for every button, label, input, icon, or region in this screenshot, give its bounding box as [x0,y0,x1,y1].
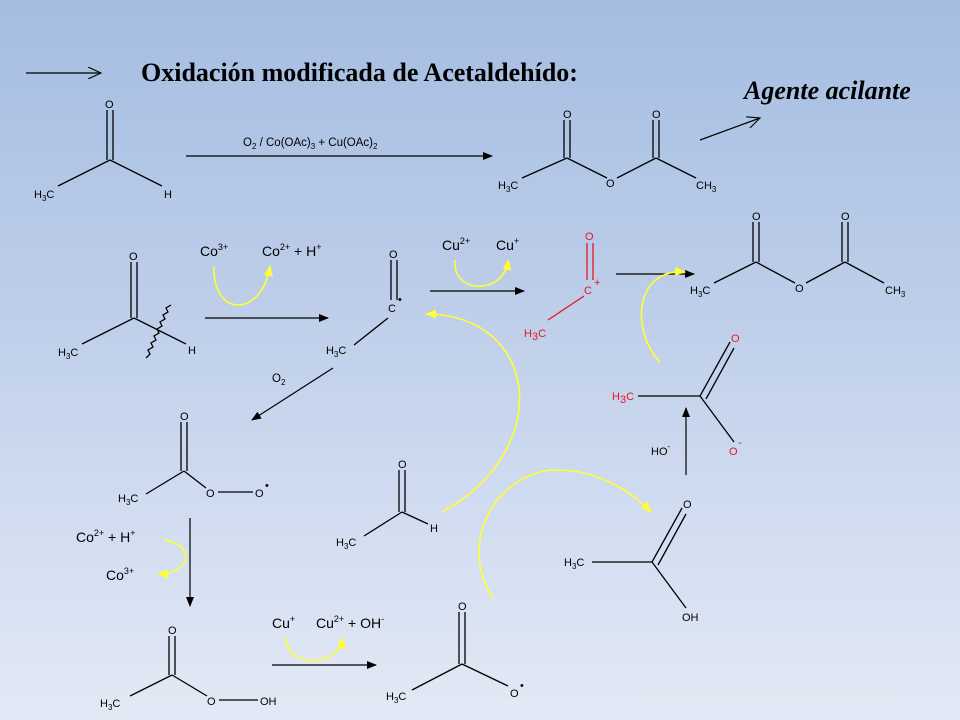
svg-text:O: O [206,488,215,500]
cu2-ion: Cu2+ [442,236,470,253]
electron-curve-to-acetic-acid [478,469,652,599]
svg-text:H: H [188,345,196,357]
subtitle-decorative-arrow [699,118,760,141]
svg-text:H3C: H3C [58,347,78,361]
svg-text:H3C: H3C [336,537,356,551]
svg-text:H3C: H3C [386,691,406,705]
svg-text:O: O [563,109,572,121]
svg-text:H3C: H3C [498,180,518,194]
svg-text:O: O [389,249,398,261]
co2-h-ions-2: Co2+ + H+ [76,528,136,545]
svg-text:O: O [129,251,138,263]
methyl-label: H3C [34,189,54,203]
acetic-anhydride-main: O O O H3C CH3 [498,109,717,194]
peracetic-acid: O O OH H3C [100,625,277,712]
cu1-ion-2: Cu+ [272,614,295,631]
svg-text:O: O [652,109,661,121]
svg-text:O: O [207,696,216,708]
svg-text:O: O [168,625,177,637]
bond-cleavage-mark [145,304,172,359]
svg-text:O: O [510,688,519,700]
svg-text:O: O [398,459,407,471]
svg-text:H: H [430,523,438,535]
acetaldehyde-cleavage: O H H3C [58,251,196,361]
svg-text:H3C: H3C [690,285,710,299]
electron-curve-to-radical [425,309,521,513]
acetic-anhydride-product: O O O H3C CH3 [690,211,906,299]
peroxyacyl-radical: O O O • H3C [118,411,269,507]
slide-subtitle: Agente acilante [744,76,911,105]
svg-text:O: O [729,446,738,458]
electron-curve-cu-1 [454,259,512,288]
o2-addition-arrow [251,367,334,421]
acetic-acid: O OH H3C [564,499,699,624]
svg-text:O: O [180,411,189,423]
svg-text:•: • [265,480,269,492]
svg-text:•: • [398,294,402,306]
o2-reagent: O2 [272,373,286,387]
electron-curve-co-1 [213,265,273,306]
svg-text:C: C [584,285,592,297]
cu1-ion: Cu+ [496,236,519,253]
acetate-anion: O O - H3C [612,333,742,458]
svg-text:H3C: H3C [612,391,634,406]
svg-text:H3C: H3C [100,698,120,712]
svg-text:•: • [520,680,524,692]
svg-text:H3C: H3C [564,557,584,571]
acetaldehyde-center: O H H3C [336,459,438,551]
svg-text:O: O [841,211,850,223]
svg-text:O: O [255,488,264,500]
svg-text:H3C: H3C [326,345,346,359]
atom-h: H [164,189,172,201]
cu2-oh-ions: Cu2+ + OH- [316,614,384,631]
svg-text:-: - [738,437,742,449]
svg-text:H3C: H3C [118,493,138,507]
electron-curve-cu-2 [285,637,346,662]
electron-curve-acetate [640,266,686,363]
acetaldehyde-main: O H H3C [34,99,172,203]
svg-text:O: O [752,211,761,223]
svg-text:CH3: CH3 [696,180,717,194]
svg-text:H3C: H3C [524,328,546,343]
svg-text:O: O [585,231,594,243]
acetoxy-radical: O O • H3C [386,601,524,705]
svg-text:O: O [795,283,804,295]
co2-h-ions: Co2+ + H+ [262,242,322,259]
svg-text:O: O [458,601,467,613]
svg-text:OH: OH [260,696,277,708]
svg-text:O: O [683,499,692,511]
slide-title: Oxidación modificada de Acetaldehído: [141,58,578,87]
electron-curve-co-2 [157,539,187,579]
svg-text:+: + [594,277,600,289]
acyl-radical: O C • H3C [326,249,402,359]
main-reagents: O2 / Co(OAc)3 + Cu(OAc)2 [243,137,378,151]
hydroxide-label: HO- [651,442,671,458]
co3-ion: Co3+ [200,242,228,259]
svg-text:OH: OH [682,612,699,624]
svg-text:O: O [731,333,740,345]
svg-text:C: C [388,303,396,315]
acylium-cation: O C + H3C [524,231,600,343]
atom-o: O [105,99,114,111]
co3-ion-2: Co3+ [106,566,134,583]
svg-text:O: O [606,178,615,190]
svg-text:CH3: CH3 [885,285,906,299]
